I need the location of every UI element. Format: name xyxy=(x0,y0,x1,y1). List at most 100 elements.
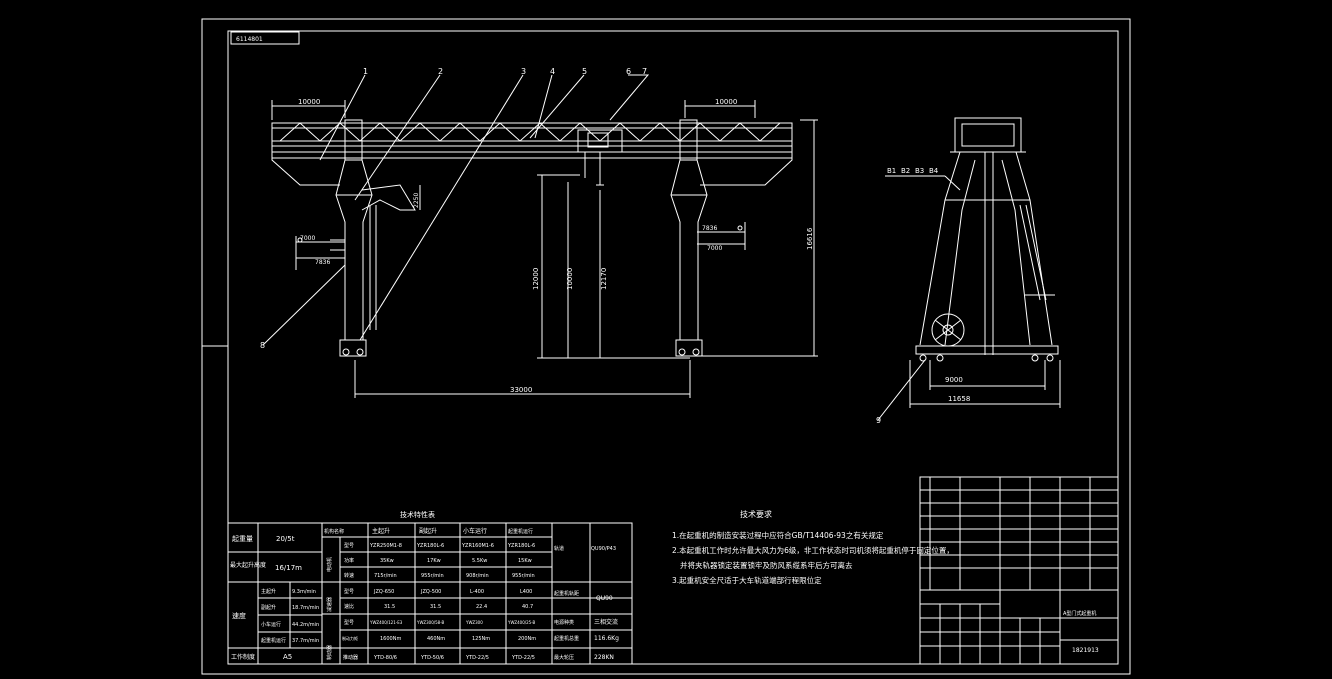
front-view xyxy=(262,74,818,398)
callout-1: 1 xyxy=(363,67,368,76)
right-value-2: 三相交流 xyxy=(594,618,618,626)
brake-2-1: YTD-50/6 xyxy=(420,655,444,661)
right-label-0: 轨道 xyxy=(554,545,564,552)
motor-row-2: 转速 xyxy=(344,572,354,579)
speed-name-3: 起重机运行 xyxy=(261,637,286,644)
header-3: 小车运行 xyxy=(463,527,487,535)
title-tag: 6114801 xyxy=(236,36,263,43)
brake-group: 制动器 xyxy=(326,645,333,660)
lift-value: 16/17m xyxy=(275,564,302,572)
reducer-0-1: JZQ-500 xyxy=(420,589,441,595)
speed-label: 速度 xyxy=(232,611,246,620)
dim-h1: 12000 xyxy=(532,268,540,290)
brake-1-2: 125Nm xyxy=(472,636,490,642)
header-4: 起重机运行 xyxy=(508,528,533,535)
reducer-1-3: 40.7 xyxy=(522,604,533,610)
brake-2-2: YTD-22/5 xyxy=(465,655,489,661)
speed-val-3: 37.7m/min xyxy=(292,638,319,644)
motor-2-1: 955r/min xyxy=(421,573,444,579)
speed-val-0: 9.3m/min xyxy=(292,589,316,595)
reducer-1-1: 31.5 xyxy=(430,604,441,610)
brake-row-2: 推动器 xyxy=(343,654,358,661)
dim-span: 33000 xyxy=(510,386,532,394)
motor-2-2: 908r/min xyxy=(466,573,489,579)
reducer-group: 减速器 xyxy=(326,597,333,612)
req-item-1: 2.本起重机工作时允许最大风力为6级，非工作状态时司机须将起重机停于固定位置， xyxy=(672,545,954,555)
right-value-0: QU90/P43 xyxy=(591,546,616,552)
title-block-drawing-no: 1821913 xyxy=(1072,647,1099,654)
reducer-1-0: 31.5 xyxy=(384,604,395,610)
reducer-1-2: 22.4 xyxy=(476,604,487,610)
right-label-3: 起重机总重 xyxy=(554,635,579,642)
motor-0-1: YZR180L-6 xyxy=(416,543,444,549)
callout-3: 3 xyxy=(521,67,526,76)
brake-1-1: 460Nm xyxy=(427,636,445,642)
brake-0-2: YWZ300 xyxy=(465,620,483,625)
side-label-b2: B2 xyxy=(901,167,910,175)
dim-width-total: 11658 xyxy=(948,395,970,403)
title-block-name: A型门式起重机 xyxy=(1063,610,1096,617)
req-item-3: 3.起重机安全尺适于大车轨道端部行程限位定 xyxy=(672,575,822,585)
callout-4: 4 xyxy=(550,67,555,76)
dim-left-a: 7000 xyxy=(300,235,315,242)
speed-name-0: 主起升 xyxy=(261,588,276,595)
speed-val-1: 18.7m/min xyxy=(292,605,319,611)
brake-1-3: 200Nm xyxy=(518,636,536,642)
callout-7: 7 xyxy=(642,67,647,76)
req-item-2: 并将夹轨器锁定装置锁牢及防风系缆系牢后方可离去 xyxy=(680,560,853,570)
motor-row-1: 功率 xyxy=(344,557,354,564)
cap-label: 起重量 xyxy=(232,535,253,543)
brake-1-0: 1600Nm xyxy=(380,636,401,642)
reducer-row-1: 速比 xyxy=(344,603,354,610)
callout-5: 5 xyxy=(582,67,587,76)
header-0: 机构名称 xyxy=(324,528,344,535)
side-label-b3: B3 xyxy=(915,167,924,175)
dim-right-b: 7000 xyxy=(707,245,722,252)
motor-1-0: 35Kw xyxy=(380,558,394,564)
motor-0-0: YZR250M1-8 xyxy=(369,543,402,549)
right-value-4: 228KN xyxy=(594,654,614,661)
speed-val-2: 44.2m/min xyxy=(292,622,319,628)
right-value-1: QU90 xyxy=(596,595,613,602)
callout-9: 9 xyxy=(876,416,881,425)
title-block-text: A型门式起重机 1821913 xyxy=(1063,610,1099,654)
dim-side-right: 16616 xyxy=(806,227,814,250)
cap-value: 20/5t xyxy=(276,535,295,543)
speed-name-1: 副起升 xyxy=(261,604,276,611)
brake-0-3: YWZ400/25-B xyxy=(507,620,536,625)
dim-left-b: 7836 xyxy=(315,259,330,266)
side-view xyxy=(877,117,1061,421)
right-label-2: 电源种类 xyxy=(554,619,574,626)
right-label-4: 最大轮压 xyxy=(554,654,574,661)
header-1: 主起升 xyxy=(372,527,390,535)
reducer-0-3: L400 xyxy=(520,589,532,595)
side-label-b4: B4 xyxy=(929,167,939,175)
brake-2-3: YTD-22/5 xyxy=(511,655,535,661)
motor-1-2: 5.5Kw xyxy=(472,558,487,564)
title-tag-box xyxy=(230,31,300,45)
lift-label: 最大起升高度 xyxy=(230,561,266,569)
brake-0-1: YWZ300/58-B xyxy=(416,620,445,625)
right-label-1: 起重机轨距 xyxy=(554,590,579,597)
motor-0-2: YZR160M1-6 xyxy=(461,543,494,549)
brake-2-0: YTD-80/6 xyxy=(373,655,397,661)
reducer-row-0: 型号 xyxy=(344,588,354,595)
motor-2-0: 715r/min xyxy=(374,573,397,579)
right-value-3: 116.6Kg xyxy=(594,635,619,642)
inner-frame xyxy=(227,30,1119,665)
requirements: 技术要求 1.在起重机的制造安装过程中应符合GB/T14406-93之有关规定 … xyxy=(672,509,954,585)
dim-small-v: 2250 xyxy=(413,193,420,208)
motor-group: 电动机 xyxy=(326,557,333,572)
brake-row-0: 型号 xyxy=(344,619,354,626)
header-2: 副起升 xyxy=(419,527,437,535)
req-item-0: 1.在起重机的制造安装过程中应符合GB/T14406-93之有关规定 xyxy=(672,530,884,540)
callout-8: 8 xyxy=(260,341,265,350)
tech-table xyxy=(227,522,633,665)
title-block xyxy=(919,476,1119,665)
motor-2-3: 955r/min xyxy=(512,573,535,579)
motor-row-0: 型号 xyxy=(344,542,354,549)
reducer-0-2: L-400 xyxy=(470,589,484,595)
reducer-0-0: JZQ-650 xyxy=(373,589,394,595)
duty-value: A5 xyxy=(283,653,292,661)
